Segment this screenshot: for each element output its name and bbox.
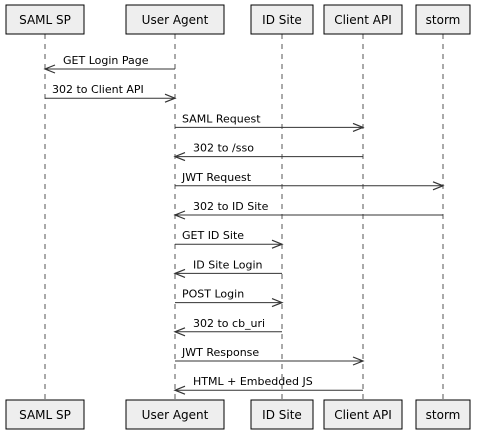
participant-saml-sp-bottom: SAML SP	[5, 399, 85, 430]
participant-label: SAML SP	[19, 408, 71, 422]
message-label: ID Site Login	[193, 258, 263, 271]
participant-label: Client API	[334, 408, 392, 422]
message-5: JWT Request	[175, 171, 445, 191]
participant-box	[415, 4, 471, 35]
participants-bottom: SAML SP User Agent ID Site Client API storm	[5, 399, 471, 430]
message-1: GET Login Page	[43, 54, 175, 74]
participant-user-agent-top: User Agent	[125, 4, 225, 35]
message-label: GET ID Site	[182, 229, 244, 242]
message-9: POST Login	[175, 288, 284, 308]
message-label: JWT Request	[181, 171, 252, 184]
arrow-head	[173, 152, 186, 162]
participant-storm-bottom: storm	[415, 399, 471, 430]
arrow-head	[271, 298, 284, 308]
message-8: ID Site Login	[173, 258, 282, 278]
arrow-head	[173, 385, 186, 395]
participant-client-api-top: Client API	[323, 4, 403, 35]
participant-saml-sp-top: SAML SP	[5, 4, 85, 35]
participant-label: SAML SP	[19, 13, 71, 27]
participant-box	[250, 4, 314, 35]
participant-box	[5, 4, 85, 35]
participant-label: storm	[426, 408, 461, 422]
message-4: 302 to /sso	[173, 142, 363, 162]
participant-box	[125, 4, 225, 35]
participant-label: ID Site	[262, 408, 302, 422]
arrow-head	[43, 64, 56, 74]
message-2: 302 to Client API	[45, 83, 177, 103]
message-label: GET Login Page	[63, 54, 149, 67]
participant-box	[5, 399, 85, 430]
participant-label: User Agent	[142, 408, 209, 422]
participant-user-agent-bottom: User Agent	[125, 399, 225, 430]
messages: GET Login Page 302 to Client API SAML Requ…	[43, 54, 445, 395]
message-label: 302 to /sso	[193, 142, 254, 155]
message-3: SAML Request	[175, 112, 365, 132]
participant-label: storm	[426, 13, 461, 27]
message-10: 302 to cb_uri	[173, 317, 282, 337]
arrow-head	[173, 210, 186, 220]
participant-id-site-top: ID Site	[250, 4, 314, 35]
participant-box	[415, 399, 471, 430]
arrow-head	[271, 239, 284, 249]
message-label: 302 to Client API	[52, 83, 144, 96]
lifelines	[44, 34, 444, 400]
participant-box	[125, 399, 225, 430]
message-7: GET ID Site	[175, 229, 284, 249]
message-label: POST Login	[182, 288, 244, 301]
message-label: HTML + Embedded JS	[193, 375, 313, 388]
arrow-head	[352, 122, 365, 132]
message-label: SAML Request	[182, 112, 261, 125]
message-label: JWT Response	[181, 346, 259, 359]
participant-client-api-bottom: Client API	[323, 399, 403, 430]
participant-storm-top: storm	[415, 4, 471, 35]
message-11: JWT Response	[175, 346, 365, 366]
participant-box	[323, 4, 403, 35]
message-6: 302 to ID Site	[173, 200, 443, 220]
message-12: HTML + Embedded JS	[173, 375, 363, 395]
arrow-head	[432, 181, 445, 191]
arrow-head	[173, 268, 186, 278]
arrow-head	[164, 93, 177, 103]
arrow-head	[173, 327, 186, 337]
arrow-head	[352, 356, 365, 366]
message-label: 302 to ID Site	[193, 200, 269, 213]
participant-id-site-bottom: ID Site	[250, 399, 314, 430]
participant-box	[250, 399, 314, 430]
participant-label: User Agent	[142, 13, 209, 27]
participant-label: Client API	[334, 13, 392, 27]
participant-label: ID Site	[262, 13, 302, 27]
message-label: 302 to cb_uri	[193, 317, 265, 330]
participant-box	[323, 399, 403, 430]
participants-top: SAML SP User Agent ID Site Client API storm	[5, 4, 471, 35]
